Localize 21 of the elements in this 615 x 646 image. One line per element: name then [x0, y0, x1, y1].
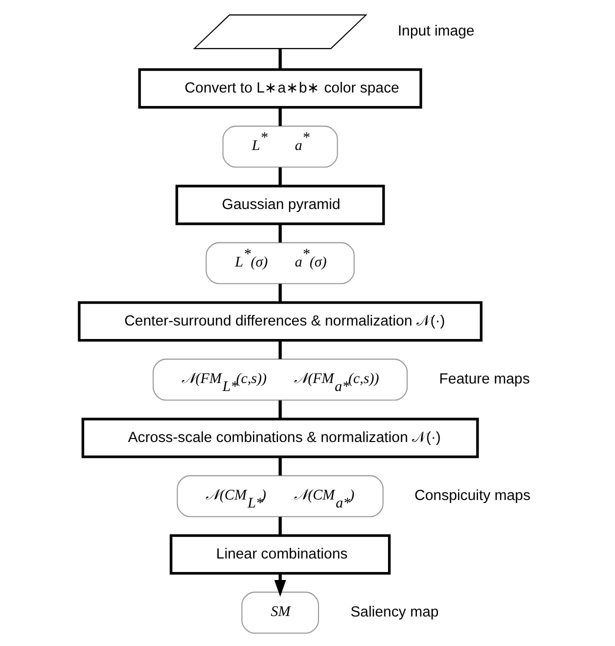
connector — [278, 48, 282, 70]
node-label: Saliency map — [350, 604, 438, 621]
connector — [278, 167, 282, 186]
node-label: Conspicuity maps — [414, 488, 530, 504]
node-label: Feature maps — [438, 372, 530, 388]
node-parallelogram — [192, 14, 367, 50]
node-box: Across-scale combinations & normalization 𝒩(·) — [81, 418, 478, 458]
node-box: Convert to L∗a∗b∗ color space — [138, 68, 422, 109]
node-box: Linear combinations — [169, 534, 390, 575]
connector — [278, 340, 282, 360]
connector — [278, 284, 282, 303]
node-box: SM — [240, 592, 319, 634]
node-box: Center-surround differences & normalization 𝒩(·) — [77, 301, 482, 342]
connector — [278, 108, 282, 126]
connector — [278, 516, 282, 536]
connector — [278, 224, 282, 243]
connector — [278, 457, 282, 476]
arrow — [274, 574, 286, 597]
node-box: Gaussian pyramid — [175, 184, 384, 226]
connector — [278, 400, 282, 420]
node-label: Input image — [397, 24, 474, 40]
